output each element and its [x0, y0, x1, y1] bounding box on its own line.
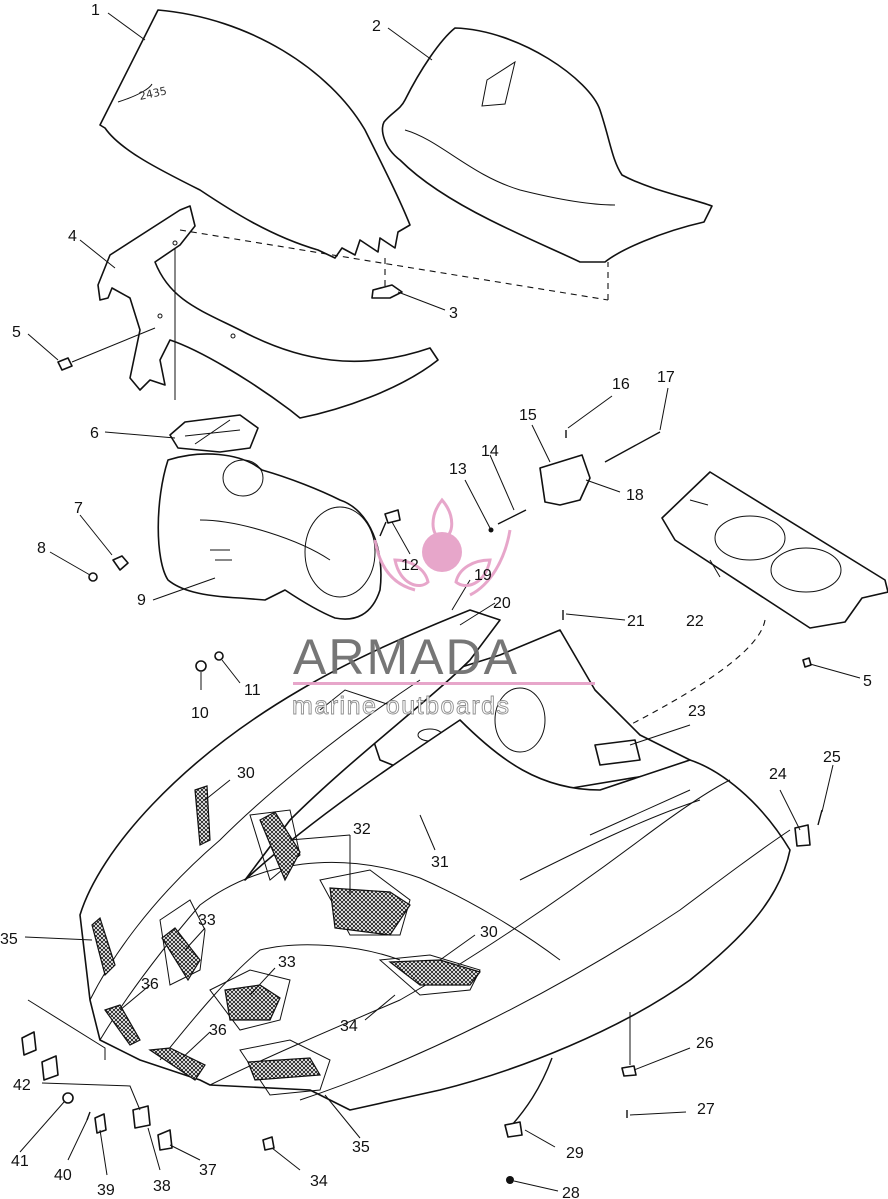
callout-label: 17 [657, 369, 675, 386]
callout-label: 24 [769, 766, 787, 783]
callout-label: 35 [352, 1139, 370, 1156]
callout-label: 35 [0, 931, 18, 948]
callout-label: 33 [278, 954, 296, 971]
callout-label: 16 [612, 376, 630, 393]
callout-label: 29 [566, 1145, 584, 1162]
callout-label: 15 [519, 407, 537, 424]
alignment-lines [174, 229, 766, 736]
callout-label: 41 [11, 1153, 29, 1170]
callout-label: 25 [823, 749, 841, 766]
hardware-parts [21, 357, 823, 1184]
clip-part [371, 284, 403, 299]
callout-label: 34 [310, 1173, 328, 1190]
callout-label: 1 [91, 2, 100, 19]
callout-label: 28 [562, 1185, 580, 1199]
callout-label: 36 [209, 1022, 227, 1039]
lens-cover-part [169, 414, 259, 453]
mesh-grilles [91, 785, 482, 1081]
callout-label: 37 [199, 1162, 217, 1179]
callout-label: 30 [480, 924, 498, 941]
callout-label: 4 [68, 228, 77, 245]
leader-lines [19, 12, 861, 1192]
callout-label: 11 [244, 682, 261, 699]
watermark-brand: ARMADA [293, 629, 519, 685]
callout-label: 3 [449, 305, 458, 322]
seat-part [381, 27, 713, 263]
windshield-part: 2435 [99, 9, 411, 259]
callout-label: 12 [401, 557, 419, 574]
callout-label: 5 [863, 673, 872, 690]
callout-label: 40 [54, 1167, 72, 1184]
latch-bracket-part [539, 454, 591, 506]
callout-label: 23 [688, 703, 706, 720]
propeller-logo-icon [373, 497, 512, 597]
callout-label: 18 [626, 487, 644, 504]
callout-label: 34 [340, 1018, 358, 1035]
callout-label: 39 [97, 1182, 115, 1199]
callout-label: 30 [237, 765, 255, 782]
callout-label: 20 [493, 595, 511, 612]
callout-label: 13 [449, 461, 467, 478]
callout-label: 2 [372, 18, 381, 35]
callout-label: 26 [696, 1035, 714, 1052]
callout-label: 6 [90, 425, 99, 442]
callout-label: 32 [353, 821, 371, 838]
callout-label: 10 [191, 705, 209, 722]
svg-text:2435: 2435 [138, 84, 168, 103]
watermark: ARMADA marine outboards [292, 497, 595, 720]
callout-label: 27 [697, 1101, 715, 1118]
callout-label: 8 [37, 540, 46, 557]
callout-label: 22 [686, 613, 704, 630]
watermark-tagline: marine outboards [292, 692, 511, 720]
callout-label: 7 [74, 500, 83, 517]
callout-label: 31 [431, 854, 449, 871]
callout-label: 19 [474, 567, 492, 584]
callout-label: 38 [153, 1178, 171, 1195]
callout-label: 21 [627, 613, 645, 630]
mounting-plate-part [661, 471, 888, 629]
bracket-part [97, 205, 439, 419]
callout-label: 36 [141, 976, 159, 993]
callout-label: 5 [12, 324, 21, 341]
callout-label: 14 [481, 443, 499, 460]
callout-label: 33 [198, 912, 216, 929]
headlight-housing-part [157, 453, 382, 620]
callout-label: 9 [137, 592, 146, 609]
callout-label: 42 [13, 1077, 31, 1094]
